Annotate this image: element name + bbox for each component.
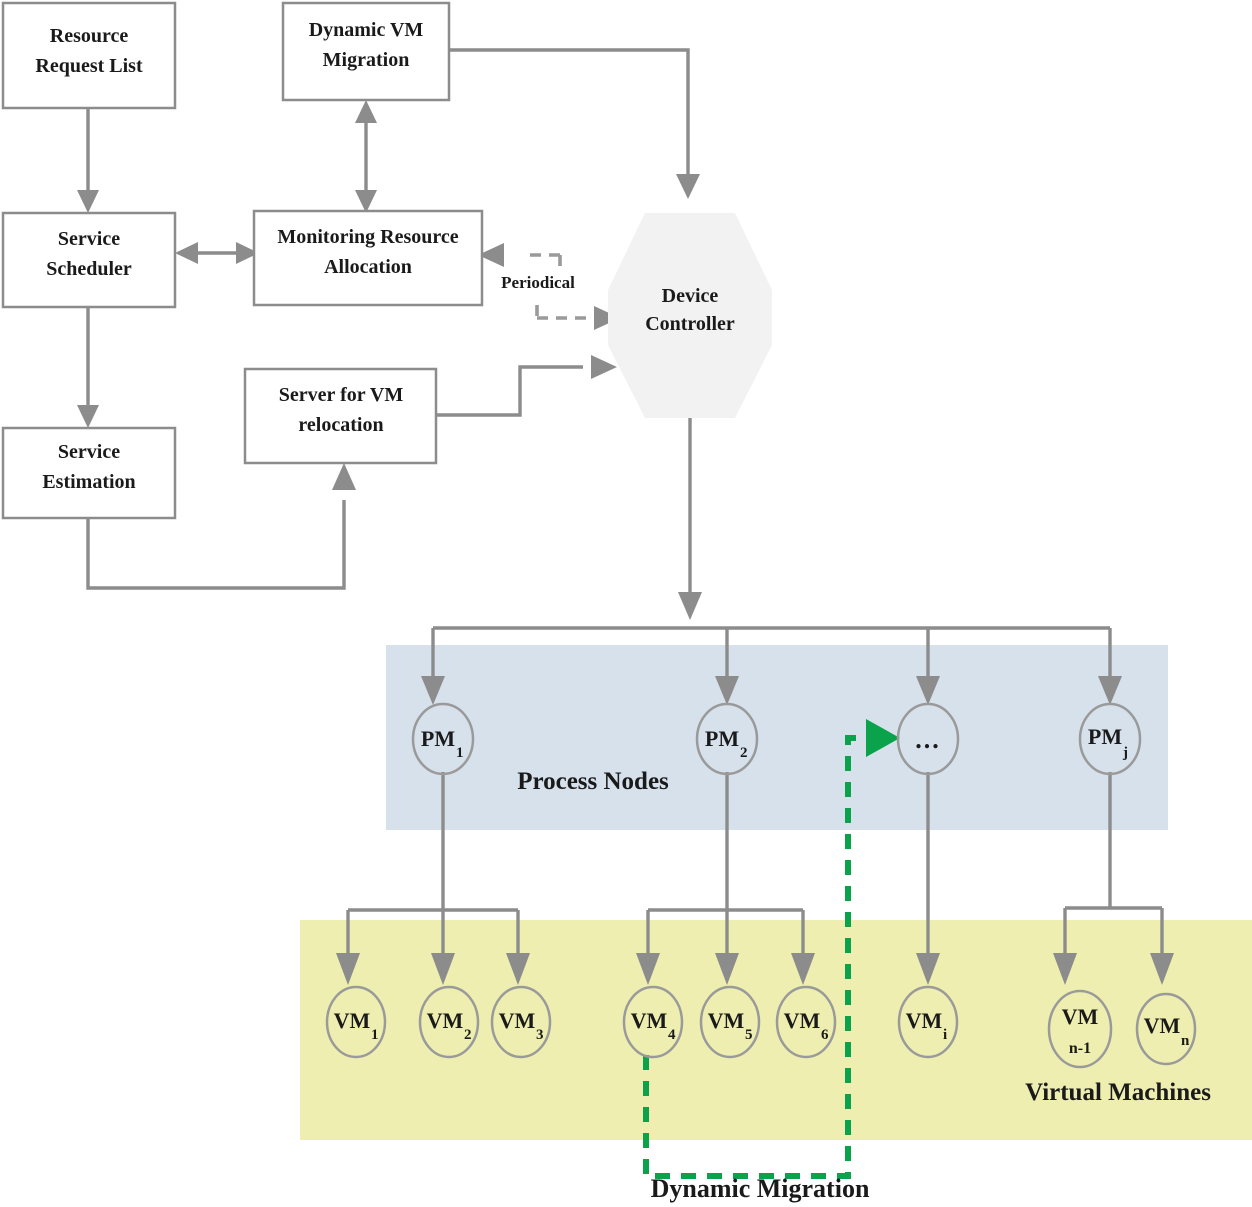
box-service-estimation[interactable] bbox=[1, 426, 177, 520]
label-vm-n: VM bbox=[1144, 1013, 1181, 1038]
label-pm-2: PM bbox=[705, 726, 739, 751]
arrowhead-monitoring-to-scheduler bbox=[175, 242, 198, 264]
shape-device-controller[interactable] bbox=[608, 213, 772, 418]
arrowhead-to-vm3 bbox=[506, 953, 530, 985]
caption-dynamic-migration: Dynamic Migration bbox=[651, 1174, 870, 1203]
label-resource-request-list-line1: Resource bbox=[50, 25, 129, 47]
edge-migration-to-controller bbox=[449, 48, 690, 180]
box-resource-request-list[interactable] bbox=[1, 1, 177, 110]
arrowhead-to-vmn1 bbox=[1053, 953, 1077, 985]
virtual-machines-band bbox=[300, 920, 1252, 1140]
label-vm-6: VM bbox=[784, 1008, 821, 1033]
arrowhead-bus-to-pm-2 bbox=[715, 676, 739, 705]
label-service-scheduler-line2: Scheduler bbox=[46, 258, 132, 280]
dynamic-migration-path bbox=[643, 735, 862, 1179]
arrowhead-bus-to-pm-1 bbox=[421, 676, 445, 705]
node-vm-4[interactable] bbox=[622, 985, 684, 1059]
label-resource-request-list-line2: Request List bbox=[35, 55, 143, 77]
label-vm-n-1: VM bbox=[1062, 1004, 1099, 1029]
label-vm-3: VM bbox=[499, 1008, 536, 1033]
box-service-scheduler[interactable] bbox=[1, 211, 177, 309]
label-vm-5-subscript: 5 bbox=[745, 1027, 753, 1043]
label-periodical: Periodical bbox=[501, 273, 575, 292]
label-pm-j: PM bbox=[1088, 724, 1122, 749]
label-monitoring-line2: Allocation bbox=[324, 256, 412, 278]
arrowhead-to-vm2 bbox=[431, 953, 455, 985]
label-device-controller-line1: Device bbox=[662, 285, 719, 307]
arrowhead-scheduler-to-monitoring bbox=[236, 242, 259, 264]
node-pm-ellipsis[interactable] bbox=[896, 702, 960, 776]
label-service-estimation-line2: Estimation bbox=[42, 471, 135, 493]
node-pm-2[interactable] bbox=[695, 702, 759, 776]
label-vm-5: VM bbox=[708, 1008, 745, 1033]
arrowhead-to-vm4 bbox=[636, 953, 660, 985]
node-vm-2[interactable] bbox=[418, 985, 480, 1059]
label-pm-1-subscript: 1 bbox=[456, 745, 464, 761]
label-device-controller-line2: Controller bbox=[645, 313, 735, 335]
label-vm-1-subscript: 1 bbox=[371, 1027, 379, 1043]
arrowhead-to-vm1 bbox=[336, 953, 360, 985]
label-dynamic-vm-migration-line1: Dynamic VM bbox=[309, 19, 424, 41]
node-pm-j[interactable] bbox=[1078, 702, 1142, 776]
arrowhead-controller-to-pm-bus bbox=[678, 592, 702, 620]
node-vm-n-1[interactable] bbox=[1047, 989, 1113, 1069]
arrowhead-dynamic-migration bbox=[866, 719, 900, 757]
label-pm-2-subscript: 2 bbox=[740, 745, 748, 761]
arrowhead-migration-to-monitoring bbox=[355, 190, 377, 213]
label-service-estimation-line1: Service bbox=[58, 441, 120, 463]
arrowhead-to-vm5 bbox=[715, 953, 739, 985]
label-pm-1: PM bbox=[421, 726, 455, 751]
box-monitoring-resource-allocation[interactable] bbox=[252, 209, 484, 307]
label-vm-n-subscript: n bbox=[1181, 1033, 1190, 1049]
label-server-relocation-line1: Server for VM bbox=[279, 384, 404, 406]
label-vm-2: VM bbox=[427, 1008, 464, 1033]
arrowhead-periodical-to-controller bbox=[594, 306, 620, 330]
arrowhead-bus-to-pm-ellipsis bbox=[916, 676, 940, 705]
label-dynamic-vm-migration-line2: Migration bbox=[323, 49, 410, 71]
box-dynamic-vm-migration[interactable] bbox=[281, 1, 451, 102]
label-server-relocation-line2: relocation bbox=[298, 414, 383, 436]
node-vm-6[interactable] bbox=[775, 985, 837, 1059]
arrowhead-relocation-to-controller bbox=[591, 355, 617, 379]
box-server-for-vm-relocation[interactable] bbox=[243, 367, 438, 465]
arrowhead-request-to-scheduler bbox=[77, 190, 99, 213]
label-vm-2-subscript: 2 bbox=[464, 1027, 472, 1043]
label-service-scheduler-line1: Service bbox=[58, 228, 120, 250]
label-vm-4: VM bbox=[631, 1008, 668, 1033]
label-pm-j-subscript: j bbox=[1122, 745, 1128, 761]
arrowhead-scheduler-to-estimation bbox=[77, 405, 99, 428]
arrowhead-monitoring-to-migration bbox=[355, 100, 377, 123]
arrowhead-to-vmi bbox=[916, 953, 940, 985]
label-vm-n-1-subscript: n-1 bbox=[1069, 1040, 1091, 1057]
edge-estimation-to-relocation bbox=[86, 500, 346, 590]
node-vm-3[interactable] bbox=[490, 985, 552, 1059]
title-process-nodes: Process Nodes bbox=[517, 768, 669, 795]
label-vm-i-subscript: i bbox=[943, 1027, 947, 1043]
label-monitoring-line1: Monitoring Resource bbox=[277, 226, 458, 248]
node-pm-1[interactable] bbox=[411, 702, 475, 776]
node-vm-1[interactable] bbox=[325, 985, 387, 1059]
arrowhead-bus-to-pm-j bbox=[1098, 676, 1122, 705]
label-vm-3-subscript: 3 bbox=[536, 1027, 544, 1043]
arrowhead-migration-to-controller bbox=[676, 174, 700, 199]
label-vm-4-subscript: 4 bbox=[668, 1027, 676, 1043]
label-vm-1: VM bbox=[334, 1008, 371, 1033]
label-pm-ellipsis: ... bbox=[915, 725, 941, 754]
label-vm-i: VM bbox=[906, 1008, 943, 1033]
arrowhead-periodical-to-monitoring bbox=[478, 243, 504, 267]
node-vm-5[interactable] bbox=[699, 985, 761, 1059]
edge-relocation-to-controller bbox=[436, 365, 583, 417]
title-virtual-machines: Virtual Machines bbox=[1025, 1079, 1211, 1106]
arrowhead-estimation-to-relocation bbox=[332, 463, 356, 490]
arrowhead-to-vm6 bbox=[791, 953, 815, 985]
arrowhead-to-vmn bbox=[1150, 953, 1174, 985]
node-vm-i[interactable] bbox=[897, 985, 959, 1059]
node-vm-n[interactable] bbox=[1135, 992, 1197, 1066]
label-vm-6-subscript: 6 bbox=[821, 1027, 829, 1043]
process-nodes-band bbox=[386, 645, 1168, 830]
